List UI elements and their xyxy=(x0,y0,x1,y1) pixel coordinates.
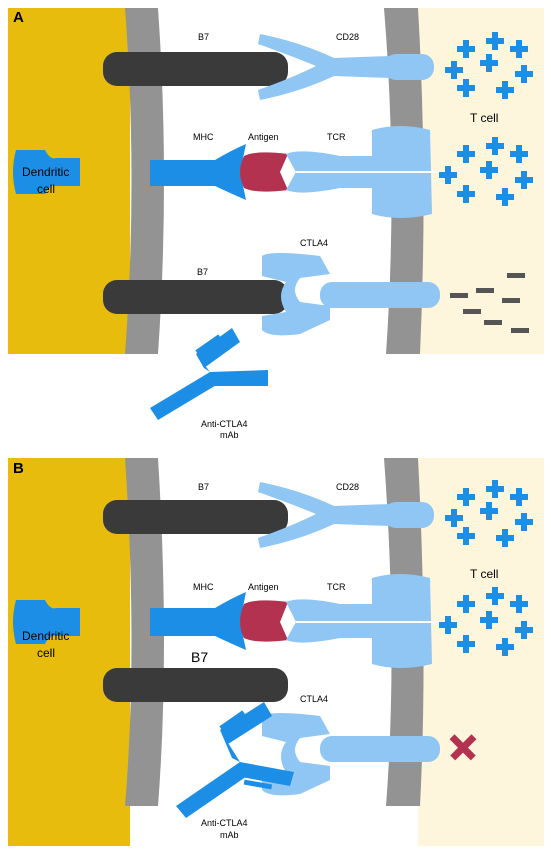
cd28-stalk-b xyxy=(384,502,434,528)
dendritic-label-1-b: Dendritic xyxy=(22,629,69,643)
mhc-anchor-b xyxy=(13,600,80,644)
panel-a-letter: A xyxy=(13,9,24,26)
cd28-stalk-a xyxy=(384,54,434,80)
b7-top-b xyxy=(103,500,288,534)
ctla4-label-a: CTLA4 xyxy=(300,238,328,248)
t-cell-a xyxy=(418,8,544,354)
antigen-label-b: Antigen xyxy=(248,582,279,592)
t-cell-label-b: T cell xyxy=(470,567,498,581)
dendritic-cell-b xyxy=(8,458,130,846)
b7-bottom-a xyxy=(103,280,288,314)
b7-top-label-a: B7 xyxy=(198,32,209,42)
dendritic-label-2-b: cell xyxy=(37,646,55,660)
antigen-a xyxy=(240,152,288,192)
antibody-label-2-a: mAb xyxy=(220,430,239,440)
tcr-label-b: TCR xyxy=(327,582,346,592)
panel-b-letter: B xyxy=(13,460,24,477)
mhc-a xyxy=(150,144,246,200)
t-cell-b xyxy=(418,458,544,846)
cd28-label-b: CD28 xyxy=(336,482,359,492)
antibody-label-1-b: Anti-CTLA4 xyxy=(201,818,248,828)
ctla4-label-b: CTLA4 xyxy=(300,694,328,704)
antigen-label-a: Antigen xyxy=(248,132,279,142)
panel-b: B B7 CD28 MHC Antigen TCR T cell Dendrit… xyxy=(8,458,544,846)
mhc-label-a: MHC xyxy=(193,132,214,142)
cd28-a xyxy=(258,34,390,100)
anti-ctla4-antibody-a xyxy=(150,328,268,420)
ctla4-stalk-a xyxy=(320,282,440,308)
anti-ctla4-antibody-b xyxy=(176,702,294,818)
antibody-label-1-a: Anti-CTLA4 xyxy=(201,419,248,429)
antigen-b xyxy=(240,600,288,642)
blocked-signal-icon xyxy=(449,734,477,761)
mhc-anchor-a xyxy=(13,150,80,194)
b7-bottom-b xyxy=(103,668,288,702)
inhibition-signal-a xyxy=(450,273,529,333)
ctla4-stalk-b xyxy=(320,736,440,762)
antibody-label-2-b: mAb xyxy=(220,830,239,840)
b7-top-label-b: B7 xyxy=(198,482,209,492)
ctla4-a xyxy=(262,253,330,336)
dendritic-label-2-a: cell xyxy=(37,182,55,196)
cd28-b xyxy=(258,482,390,548)
dendritic-membrane-a xyxy=(125,8,164,354)
tcr-label-a: TCR xyxy=(327,132,346,142)
t-cell-label-a: T cell xyxy=(470,111,498,125)
b7-bottom-label-b: B7 xyxy=(191,649,208,665)
b7-top-a xyxy=(103,52,288,86)
mhc-b xyxy=(150,592,246,650)
cd28-label-a: CD28 xyxy=(336,32,359,42)
b7-bottom-label-a: B7 xyxy=(197,267,208,277)
dendritic-label-1-a: Dendritic xyxy=(22,165,69,179)
dendritic-membrane-b xyxy=(125,458,164,806)
mhc-label-b: MHC xyxy=(193,582,214,592)
panel-a: A B7 CD28 MHC Antigen TCR T cell Dendrit… xyxy=(8,8,544,440)
